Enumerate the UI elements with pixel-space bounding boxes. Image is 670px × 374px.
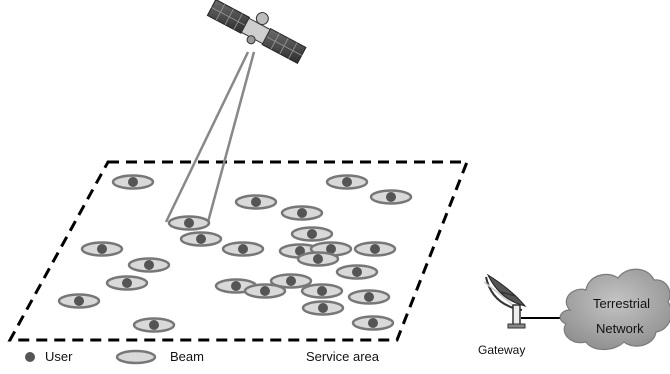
- user-beam-6: [167, 215, 211, 231]
- user-beam-16: [335, 264, 379, 280]
- beam-cone: [164, 51, 256, 223]
- legend-user-dot: [25, 352, 35, 362]
- user-beam-5: [280, 205, 324, 221]
- user-dot: [196, 234, 206, 244]
- user-dot: [74, 296, 84, 306]
- user-beam-9: [80, 241, 124, 257]
- user-dot: [295, 246, 305, 256]
- user-dot: [352, 267, 362, 277]
- user-dot: [368, 318, 378, 328]
- service-area-label: Service area: [306, 349, 379, 364]
- user-beam-2: [325, 174, 369, 190]
- user-beam-13: [353, 241, 397, 257]
- user-dot: [251, 197, 261, 207]
- user-beam-1: [111, 174, 155, 190]
- user-dot: [231, 281, 241, 291]
- satellite-icon: [206, 0, 307, 64]
- user-beam-14: [296, 251, 340, 267]
- user-beam-8: [179, 231, 223, 247]
- user-dot: [307, 229, 317, 239]
- satellite-dish-icon: [483, 273, 527, 329]
- terrestrial-label: Terrestrial: [593, 296, 651, 311]
- legend-beam-ellipse: [115, 349, 157, 365]
- user-beam-15: [127, 257, 171, 273]
- user-dot: [128, 177, 138, 187]
- user-beam-22: [347, 289, 391, 305]
- user-dot: [238, 244, 248, 254]
- user-beam-3: [369, 189, 413, 205]
- user-dot: [149, 320, 159, 330]
- user-dot: [370, 244, 380, 254]
- user-beams: [57, 174, 413, 333]
- user-dot: [184, 218, 194, 228]
- user-beam-17: [105, 275, 149, 291]
- user-beam-24: [301, 300, 345, 316]
- user-dot: [342, 177, 352, 187]
- user-dot: [326, 244, 336, 254]
- service-area-boundary: [7, 160, 470, 342]
- user-beam-10: [221, 241, 265, 257]
- gateway-label: Gateway: [478, 343, 526, 357]
- user-beam-23: [57, 293, 101, 309]
- user-dot: [286, 276, 296, 286]
- user-beam-25: [132, 317, 176, 333]
- user-beam-4: [234, 194, 278, 210]
- user-dot: [144, 260, 154, 270]
- user-beam-26: [351, 315, 395, 331]
- user-dot: [122, 278, 132, 288]
- legend: [25, 349, 157, 365]
- user-dot: [297, 208, 307, 218]
- user-dot: [97, 244, 107, 254]
- user-beam-7: [290, 226, 334, 242]
- legend-beam-label: Beam: [170, 349, 204, 364]
- cloud-icon: [559, 268, 670, 351]
- user-dot: [318, 303, 328, 313]
- user-dot: [364, 292, 374, 302]
- user-dot: [317, 286, 327, 296]
- network-label: Network: [596, 321, 644, 336]
- user-dot: [260, 286, 270, 296]
- user-beam-20: [243, 283, 287, 299]
- user-beam-21: [300, 283, 344, 299]
- user-beam-18: [269, 273, 313, 289]
- legend-user-label: User: [45, 349, 73, 364]
- user-dot: [313, 254, 323, 264]
- user-dot: [386, 192, 396, 202]
